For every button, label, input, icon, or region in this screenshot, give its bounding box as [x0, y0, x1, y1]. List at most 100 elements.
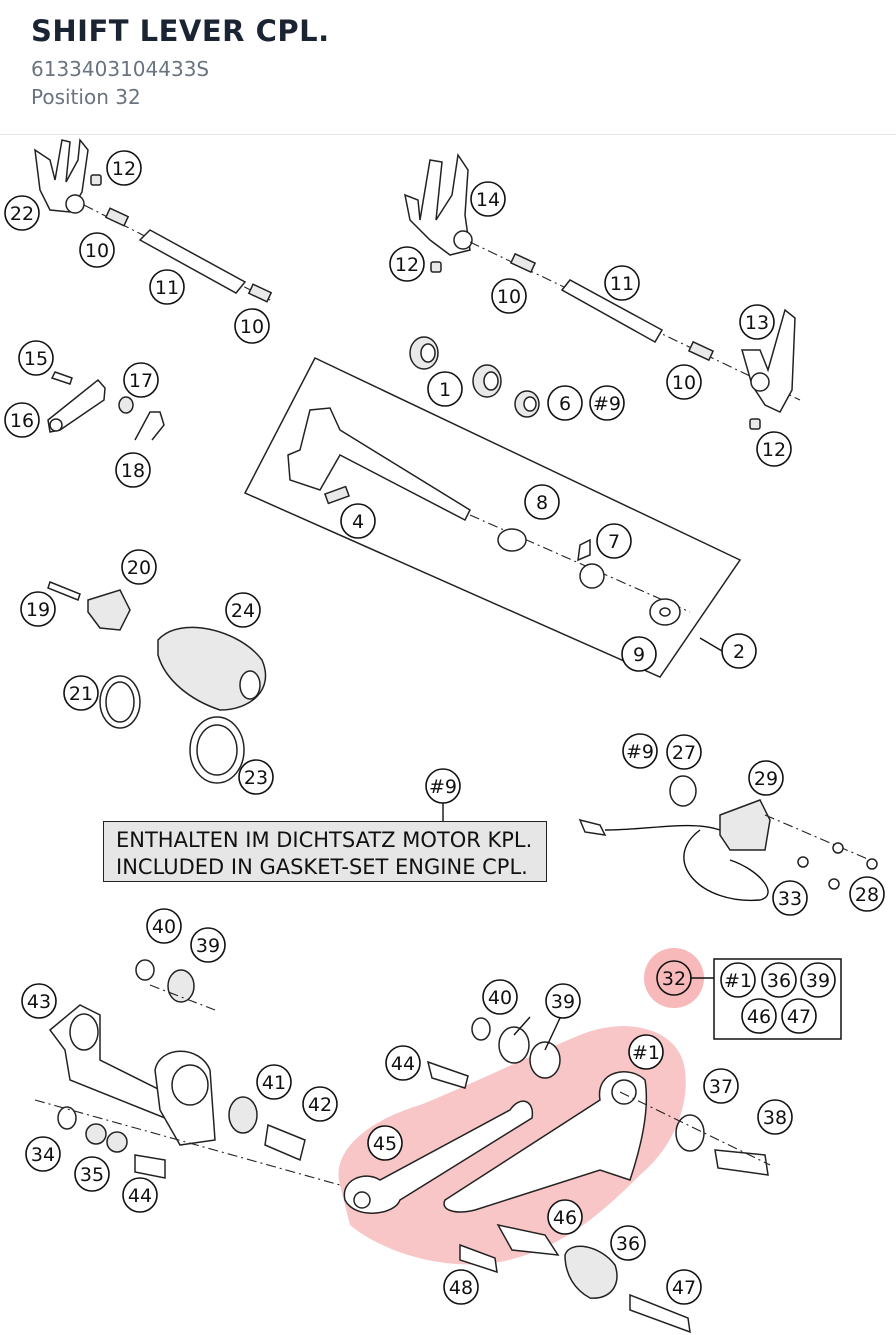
- page-header: SHIFT LEVER CPL. 6133403104433S Position…: [0, 0, 896, 135]
- callout-c42[interactable]: 42: [302, 1086, 338, 1122]
- callout-c34[interactable]: 34: [25, 1136, 61, 1172]
- callout-c10c[interactable]: 10: [491, 278, 527, 314]
- callout-circle: [849, 876, 885, 912]
- callout-c7[interactable]: 7: [596, 523, 632, 559]
- callout-circle: [340, 503, 376, 539]
- callout-circle: [741, 998, 777, 1034]
- callout-c28[interactable]: 28: [849, 876, 885, 912]
- callout-number: 40: [152, 916, 176, 938]
- shift-fork-left: [34, 138, 89, 214]
- callout-k46[interactable]: 46: [741, 998, 777, 1034]
- callout-number: 40: [488, 987, 512, 1009]
- callout-circle: [547, 1199, 583, 1235]
- callout-c36[interactable]: 36: [610, 1225, 646, 1261]
- callout-number: 17: [129, 370, 153, 392]
- callout-c27[interactable]: 27: [666, 734, 702, 770]
- bushing-part-46: [496, 1223, 560, 1256]
- callout-c23[interactable]: 23: [238, 759, 274, 795]
- callout-number: 23: [244, 767, 268, 789]
- callout-number: 11: [610, 273, 634, 295]
- callout-c21[interactable]: 21: [63, 675, 99, 711]
- callout-c1b[interactable]: #1: [628, 1034, 664, 1070]
- callout-k39[interactable]: 39: [800, 962, 836, 998]
- callout-c24[interactable]: 24: [225, 592, 261, 628]
- bearing-part-39b: [498, 1026, 530, 1064]
- callout-c16[interactable]: 16: [4, 402, 40, 438]
- callout-circle: [146, 908, 182, 944]
- callout-c41[interactable]: 41: [256, 1064, 292, 1100]
- callout-number: 39: [806, 970, 830, 992]
- callout-c39a[interactable]: 39: [190, 927, 226, 963]
- callout-number: 47: [787, 1006, 811, 1028]
- callout-c17[interactable]: 17: [123, 362, 159, 398]
- callout-number: 44: [128, 1185, 152, 1207]
- callout-circle: [225, 592, 261, 628]
- callout-number: 33: [778, 888, 802, 910]
- washer-part-37: [675, 1114, 705, 1152]
- callout-c29[interactable]: 29: [748, 760, 784, 796]
- callout-c14[interactable]: 14: [470, 181, 506, 217]
- callout-c48[interactable]: 48: [443, 1269, 479, 1305]
- callout-circle: [121, 549, 157, 585]
- callout-c44a[interactable]: 44: [122, 1177, 158, 1213]
- callout-k36[interactable]: 36: [761, 962, 797, 998]
- callout-circle: [190, 927, 226, 963]
- callout-circle: [234, 308, 270, 344]
- callout-c33[interactable]: 33: [772, 880, 808, 916]
- callout-c4[interactable]: 4: [340, 503, 376, 539]
- callout-c45[interactable]: 45: [367, 1125, 403, 1161]
- callout-c12b[interactable]: 12: [389, 246, 425, 282]
- callout-number: 18: [121, 460, 145, 482]
- callout-c12a[interactable]: 12: [106, 150, 142, 186]
- callout-circle: [79, 232, 115, 268]
- callout-c32[interactable]: 32: [656, 960, 692, 996]
- callout-c35[interactable]: 35: [74, 1156, 110, 1192]
- callout-c12c[interactable]: 12: [756, 431, 792, 467]
- callout-c9[interactable]: 9: [621, 636, 657, 672]
- callout-c43[interactable]: 43: [21, 983, 57, 1019]
- callout-circle: [4, 402, 40, 438]
- callout-c6[interactable]: 6: [547, 385, 583, 421]
- callout-c9b[interactable]: #9: [622, 733, 658, 769]
- callout-c11a[interactable]: 11: [149, 269, 185, 305]
- gasket-set-note: ENTHALTEN IM DICHTSATZ MOTOR KPL. INCLUD…: [103, 821, 547, 882]
- callout-c10a[interactable]: 10: [79, 232, 115, 268]
- assembly-frame: [243, 357, 742, 678]
- callout-k1[interactable]: #1: [720, 962, 756, 998]
- callout-c10b[interactable]: 10: [234, 308, 270, 344]
- callout-c38[interactable]: 38: [757, 1099, 793, 1135]
- callout-c22[interactable]: 22: [4, 195, 40, 231]
- screw-part: [50, 371, 73, 385]
- callout-k47[interactable]: 47: [781, 998, 817, 1034]
- callout-c18[interactable]: 18: [115, 452, 151, 488]
- callout-c40a[interactable]: 40: [146, 908, 182, 944]
- callout-circle: [666, 1269, 702, 1305]
- callout-c37[interactable]: 37: [703, 1068, 739, 1104]
- callout-c9c[interactable]: #9: [425, 768, 461, 804]
- callout-c2[interactable]: 2: [721, 633, 757, 669]
- washer-part-35b: [106, 1131, 128, 1153]
- callout-c46[interactable]: 46: [547, 1199, 583, 1235]
- callout-number: 39: [551, 991, 575, 1013]
- bearing-part-41: [228, 1096, 258, 1134]
- callout-number: 12: [762, 439, 786, 461]
- callout-c44b[interactable]: 44: [385, 1045, 421, 1081]
- callout-number: 46: [747, 1006, 771, 1028]
- callout-c39b[interactable]: 39: [545, 983, 581, 1019]
- callout-circle: [427, 371, 463, 407]
- callout-c11b[interactable]: 11: [604, 265, 640, 301]
- callout-c40b[interactable]: 40: [482, 979, 518, 1015]
- callout-c1[interactable]: 1: [427, 371, 463, 407]
- callout-circle: [74, 1156, 110, 1192]
- callout-circle: [748, 760, 784, 796]
- callout-c13[interactable]: 13: [739, 304, 775, 340]
- callout-c19[interactable]: 19: [20, 591, 56, 627]
- callout-c15[interactable]: 15: [18, 340, 54, 376]
- callout-c10d[interactable]: 10: [666, 364, 702, 400]
- callout-number: 10: [672, 372, 696, 394]
- callout-c9a[interactable]: #9: [589, 385, 625, 421]
- callout-circle: [385, 1045, 421, 1081]
- callout-c47[interactable]: 47: [666, 1269, 702, 1305]
- callout-c20[interactable]: 20: [121, 549, 157, 585]
- callout-c8[interactable]: 8: [524, 484, 560, 520]
